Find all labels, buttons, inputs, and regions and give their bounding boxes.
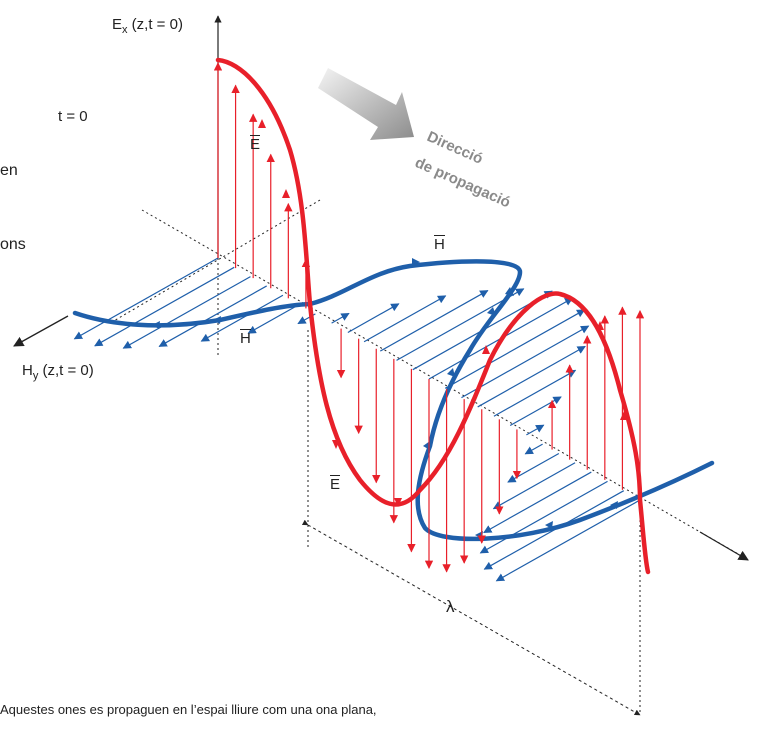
- magnetic-vector: [507, 452, 560, 483]
- magnetic-vector: [524, 443, 543, 455]
- hy-axis-subscript: y: [32, 370, 39, 382]
- z-axis: [699, 531, 749, 561]
- magnetic-vector: [493, 369, 577, 417]
- magnetic-vector: [94, 266, 235, 347]
- e-vector-symbol-top: E: [250, 135, 261, 153]
- e-vector-label-top: E: [250, 135, 261, 153]
- magnetic-vector: [158, 285, 267, 347]
- magnetic-vector: [347, 303, 400, 333]
- magnetic-vector: [526, 424, 545, 436]
- hy-axis-args: (z,t = 0): [38, 362, 94, 379]
- magnetic-vector: [247, 304, 300, 334]
- wavelength-dimension: [301, 519, 641, 716]
- magnetic-vector: [461, 325, 590, 399]
- direction-label-line2: de propagació: [412, 154, 513, 211]
- ex-axis-label: Ex (z,t = 0): [112, 16, 183, 36]
- h-vector-label-bottom: H: [240, 329, 251, 347]
- e-vector-label-bottom: E: [330, 475, 341, 493]
- magnetic-vector: [477, 345, 586, 408]
- ex-axis-subscript: x: [122, 24, 128, 36]
- h-axis-dotted: [111, 199, 321, 323]
- h-vector-symbol-bottom: H: [240, 329, 251, 347]
- magnetic-vector: [509, 396, 562, 427]
- magnetic-vector: [444, 309, 586, 389]
- clipped-text-ons: ons: [0, 236, 26, 253]
- hy-axis-symbol: H: [22, 362, 33, 379]
- wavelength-label: λ: [446, 597, 455, 616]
- magnetic-vector: [479, 480, 608, 554]
- magnetic-vector: [495, 499, 641, 582]
- time-label: t = 0: [58, 108, 88, 125]
- electric-wave-arrowheads: [258, 119, 628, 507]
- magnetic-vector: [380, 290, 489, 352]
- hy-axis: [13, 315, 69, 347]
- caption-text: Aquestes ones es propaguen en l’espai ll…: [0, 702, 377, 717]
- ex-axis-args: (z,t = 0): [127, 16, 183, 33]
- h-vector-label-top: H: [434, 235, 445, 253]
- magnetic-vector: [200, 294, 284, 342]
- magnetic-vector: [492, 462, 576, 510]
- h-vector-symbol-top: H: [434, 235, 445, 253]
- electric-field-wave: [215, 57, 651, 575]
- magnetic-wave-arrowheads: [152, 258, 618, 539]
- clipped-text-en: en: [0, 162, 18, 179]
- magnetic-vector: [483, 471, 592, 534]
- magnetic-vector: [73, 257, 219, 340]
- magnetic-vector: [122, 276, 251, 349]
- ex-axis-symbol: E: [112, 16, 123, 33]
- magnetic-vector: [363, 295, 447, 343]
- electric-field-vectors: [213, 62, 645, 573]
- hy-axis-label: Hy (z,t = 0): [22, 362, 94, 382]
- propagation-direction-arrow: [318, 68, 414, 140]
- e-vector-symbol-bottom: E: [330, 475, 341, 493]
- magnetic-field-vectors: [73, 257, 641, 582]
- magnetic-field-wave: [72, 259, 715, 542]
- magnetic-vector: [331, 312, 350, 324]
